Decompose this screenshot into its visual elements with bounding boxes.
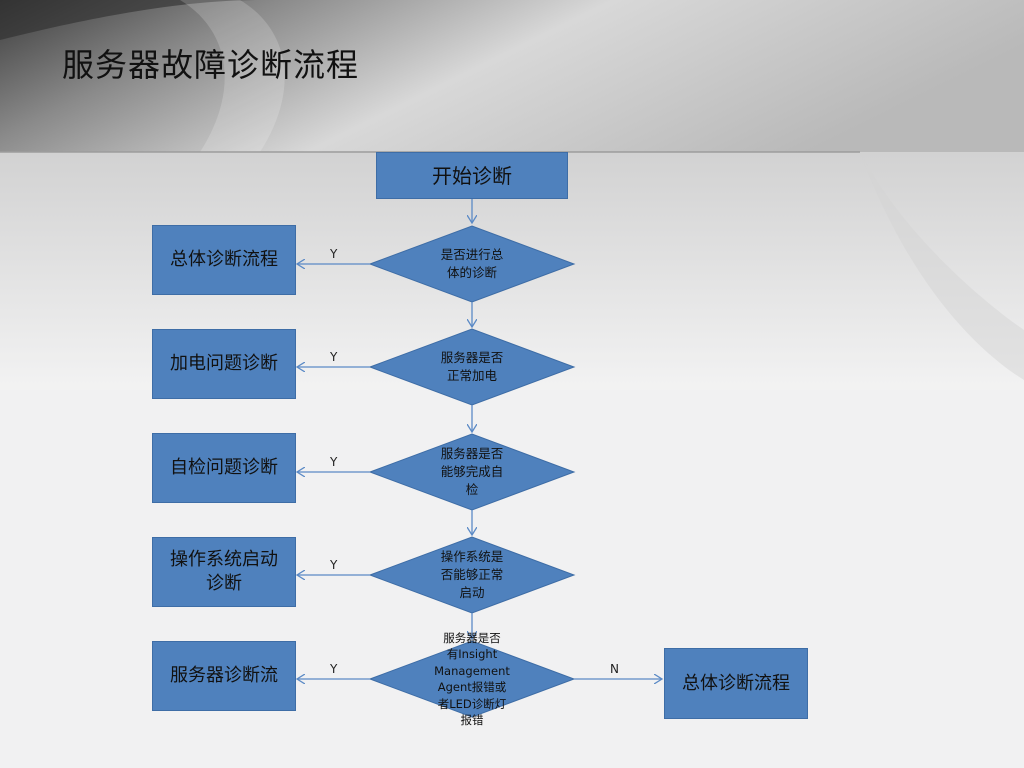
yes-result-box-1: 总体诊断流程 bbox=[152, 225, 296, 295]
decision-label-line: 报错 bbox=[460, 713, 484, 727]
decision-label-line: 服务器是否 bbox=[443, 630, 501, 645]
decision-diamond-3 bbox=[368, 433, 576, 511]
start-box: 开始诊断 bbox=[376, 152, 568, 199]
yes-result-box-5-line: 服务器诊断流 bbox=[170, 665, 278, 686]
yes-result-box-2-line: 加电问题诊断 bbox=[170, 353, 278, 374]
decision-label-line: 正常加电 bbox=[446, 368, 497, 383]
yes-result-box-5: 服务器诊断流 bbox=[152, 641, 296, 711]
yes-label-2: Y bbox=[330, 350, 338, 364]
decision-label-line: 有Insight bbox=[446, 647, 498, 661]
yes-label-5: Y bbox=[330, 662, 338, 676]
start-label: 开始诊断 bbox=[432, 163, 512, 188]
yes-result-box-3-line: 自检问题诊断 bbox=[170, 457, 278, 478]
decision-label-3: 服务器是否能够完成自检 bbox=[417, 445, 527, 499]
yes-label-4: Y bbox=[330, 558, 338, 572]
no-result-label: 总体诊断流程 bbox=[682, 672, 790, 694]
decision-label-line: Management bbox=[434, 663, 510, 678]
yes-result-box-4: 操作系统启动诊断 bbox=[152, 537, 296, 607]
decision-label-line: 操作系统是 bbox=[440, 549, 504, 564]
decision-label-line: 是否进行总 bbox=[440, 247, 504, 262]
yes-result-box-4-line: 诊断 bbox=[206, 573, 242, 594]
decision-label-1: 是否进行总体的诊断 bbox=[417, 246, 527, 282]
decision-label-line: 启动 bbox=[459, 585, 485, 600]
no-result-box: 总体诊断流程 bbox=[664, 648, 808, 719]
decision-label-line: Agent报错或 bbox=[437, 680, 507, 694]
yes-result-box-2: 加电问题诊断 bbox=[152, 329, 296, 399]
yes-result-box-3: 自检问题诊断 bbox=[152, 433, 296, 503]
decision-label-line: 服务器是否 bbox=[440, 446, 504, 461]
decision-label-line: 检 bbox=[465, 482, 479, 497]
no-label: N bbox=[610, 662, 619, 676]
decision-label-2: 服务器是否正常加电 bbox=[417, 349, 527, 385]
decision-label-line: 否能够正常 bbox=[440, 567, 504, 582]
decision-diamond-2 bbox=[368, 328, 576, 406]
decision-label-4: 操作系统是否能够正常启动 bbox=[417, 548, 527, 602]
decision-label-line: 服务器是否 bbox=[440, 350, 504, 365]
yes-label-1: Y bbox=[330, 247, 338, 261]
decision-label-line: 能够完成自 bbox=[440, 464, 504, 479]
decision-label-line: 者LED诊断灯 bbox=[437, 696, 507, 711]
yes-result-box-4-line: 操作系统启动 bbox=[170, 549, 278, 570]
decision-diamond-1 bbox=[368, 225, 576, 303]
yes-result-box-1-line: 总体诊断流程 bbox=[170, 249, 278, 270]
yes-label-3: Y bbox=[330, 455, 338, 469]
decision-diamond-4 bbox=[368, 536, 576, 614]
page-title: 服务器故障诊断流程 bbox=[62, 46, 360, 84]
decision-label-line: 体的诊断 bbox=[446, 265, 497, 280]
